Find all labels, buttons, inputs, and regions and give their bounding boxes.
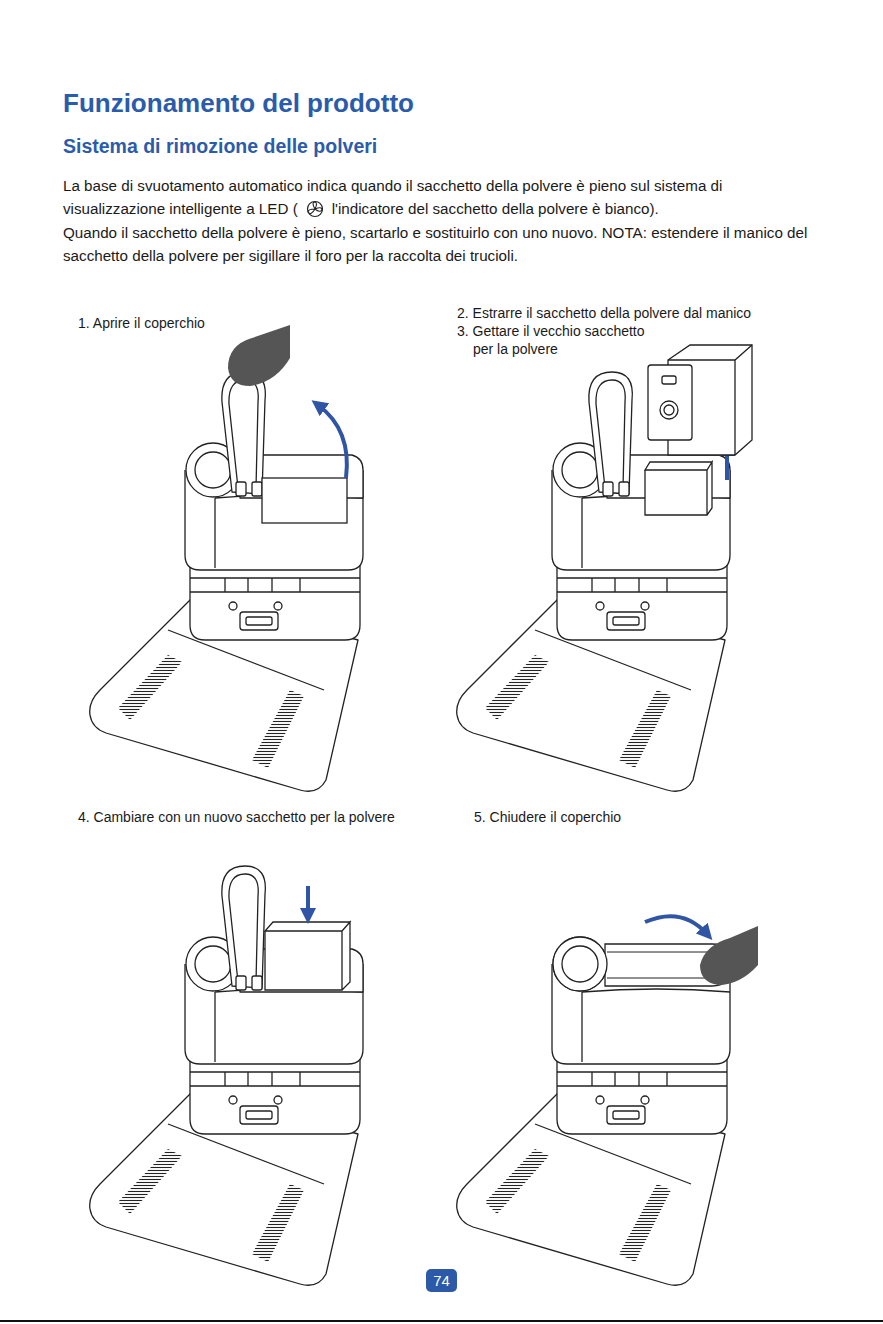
dust-bag — [648, 345, 752, 455]
base-station — [90, 866, 363, 1285]
page-rule — [0, 1320, 883, 1322]
hand — [228, 325, 290, 386]
paragraph: La base di svuotamento automatico indica… — [63, 174, 828, 220]
motion-arrow — [306, 886, 310, 916]
step-caption: 1. Aprire il coperchio — [78, 314, 205, 332]
step-caption: 2. Estrarre il sacchetto della polvere d… — [457, 304, 787, 322]
dust-bag-icon — [306, 200, 324, 218]
step-caption: 3. Gettare il vecchio sacchetto per la p… — [457, 322, 653, 358]
page-number-box: 74 — [426, 1269, 457, 1292]
motion-arrow — [645, 916, 707, 934]
base-station — [457, 916, 758, 1285]
motion-arrow — [318, 405, 347, 478]
section-heading: Sistema di rimozione delle polveri — [63, 135, 377, 158]
page-title: Funzionamento del prodotto — [63, 88, 414, 119]
paragraph: Quando il sacchetto della polvere è pien… — [63, 221, 828, 267]
paragraph-text: l'indicatore del sacchetto della polvere… — [332, 200, 659, 217]
step-caption: 5. Chiudere il coperchio — [474, 808, 774, 826]
base-station — [90, 325, 363, 791]
hand — [700, 926, 758, 985]
page-number: 74 — [433, 1272, 450, 1289]
step-caption: 4. Cambiare con un nuovo sacchetto per l… — [78, 808, 418, 826]
